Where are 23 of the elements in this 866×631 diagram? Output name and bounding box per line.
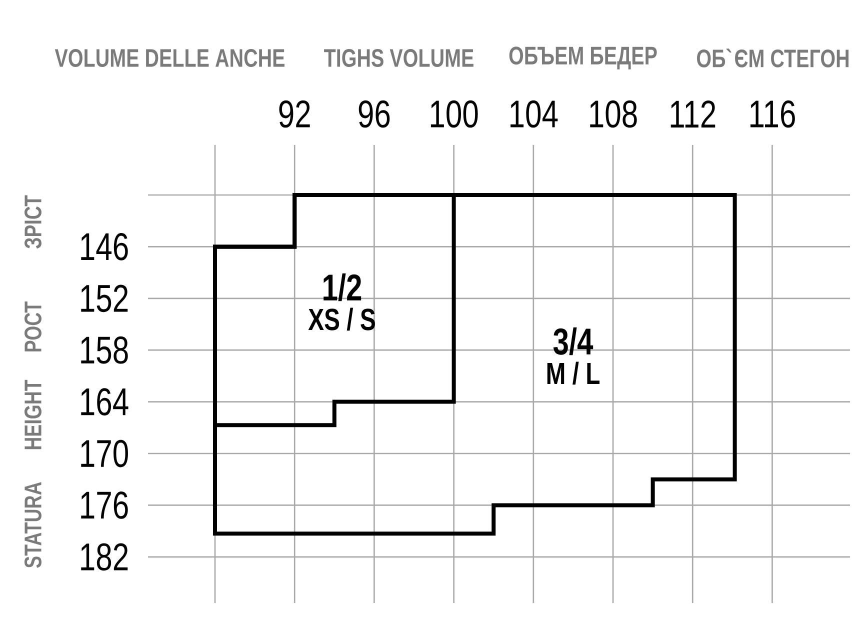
axis-title: HEIGHT bbox=[24, 380, 42, 450]
tick-label: 116 bbox=[750, 100, 795, 128]
tick-label: 92 bbox=[279, 100, 310, 128]
tick-label: 158 bbox=[81, 336, 128, 364]
tick-label: 152 bbox=[81, 284, 128, 312]
axis-title: ОБЪЕМ БЕДЕР bbox=[509, 46, 657, 70]
tick-label: 104 bbox=[510, 100, 558, 128]
tick-label: 170 bbox=[81, 440, 128, 468]
axis-title: VOLUME DELLE ANCHE bbox=[54, 49, 284, 67]
axis-title: ЗРІСТ bbox=[24, 195, 42, 249]
tick-label: 112 bbox=[670, 100, 716, 128]
axis-title: РОСТ bbox=[24, 302, 42, 352]
tick-label: 182 bbox=[81, 543, 128, 571]
size-region: 1/2 XS / S bbox=[213, 193, 456, 428]
tick-label: 146 bbox=[81, 233, 128, 260]
tick-label: 96 bbox=[358, 100, 390, 128]
tick-label: 108 bbox=[590, 100, 637, 128]
tick-label: 164 bbox=[81, 388, 128, 416]
axis-title: STATURA bbox=[24, 482, 42, 568]
axis-title: ОБ`ЄМ СТЕГОН bbox=[697, 48, 848, 68]
axis-title: TIGHS VOLUME bbox=[324, 49, 474, 67]
tick-label: 100 bbox=[430, 100, 478, 128]
tick-label: 176 bbox=[81, 492, 128, 519]
